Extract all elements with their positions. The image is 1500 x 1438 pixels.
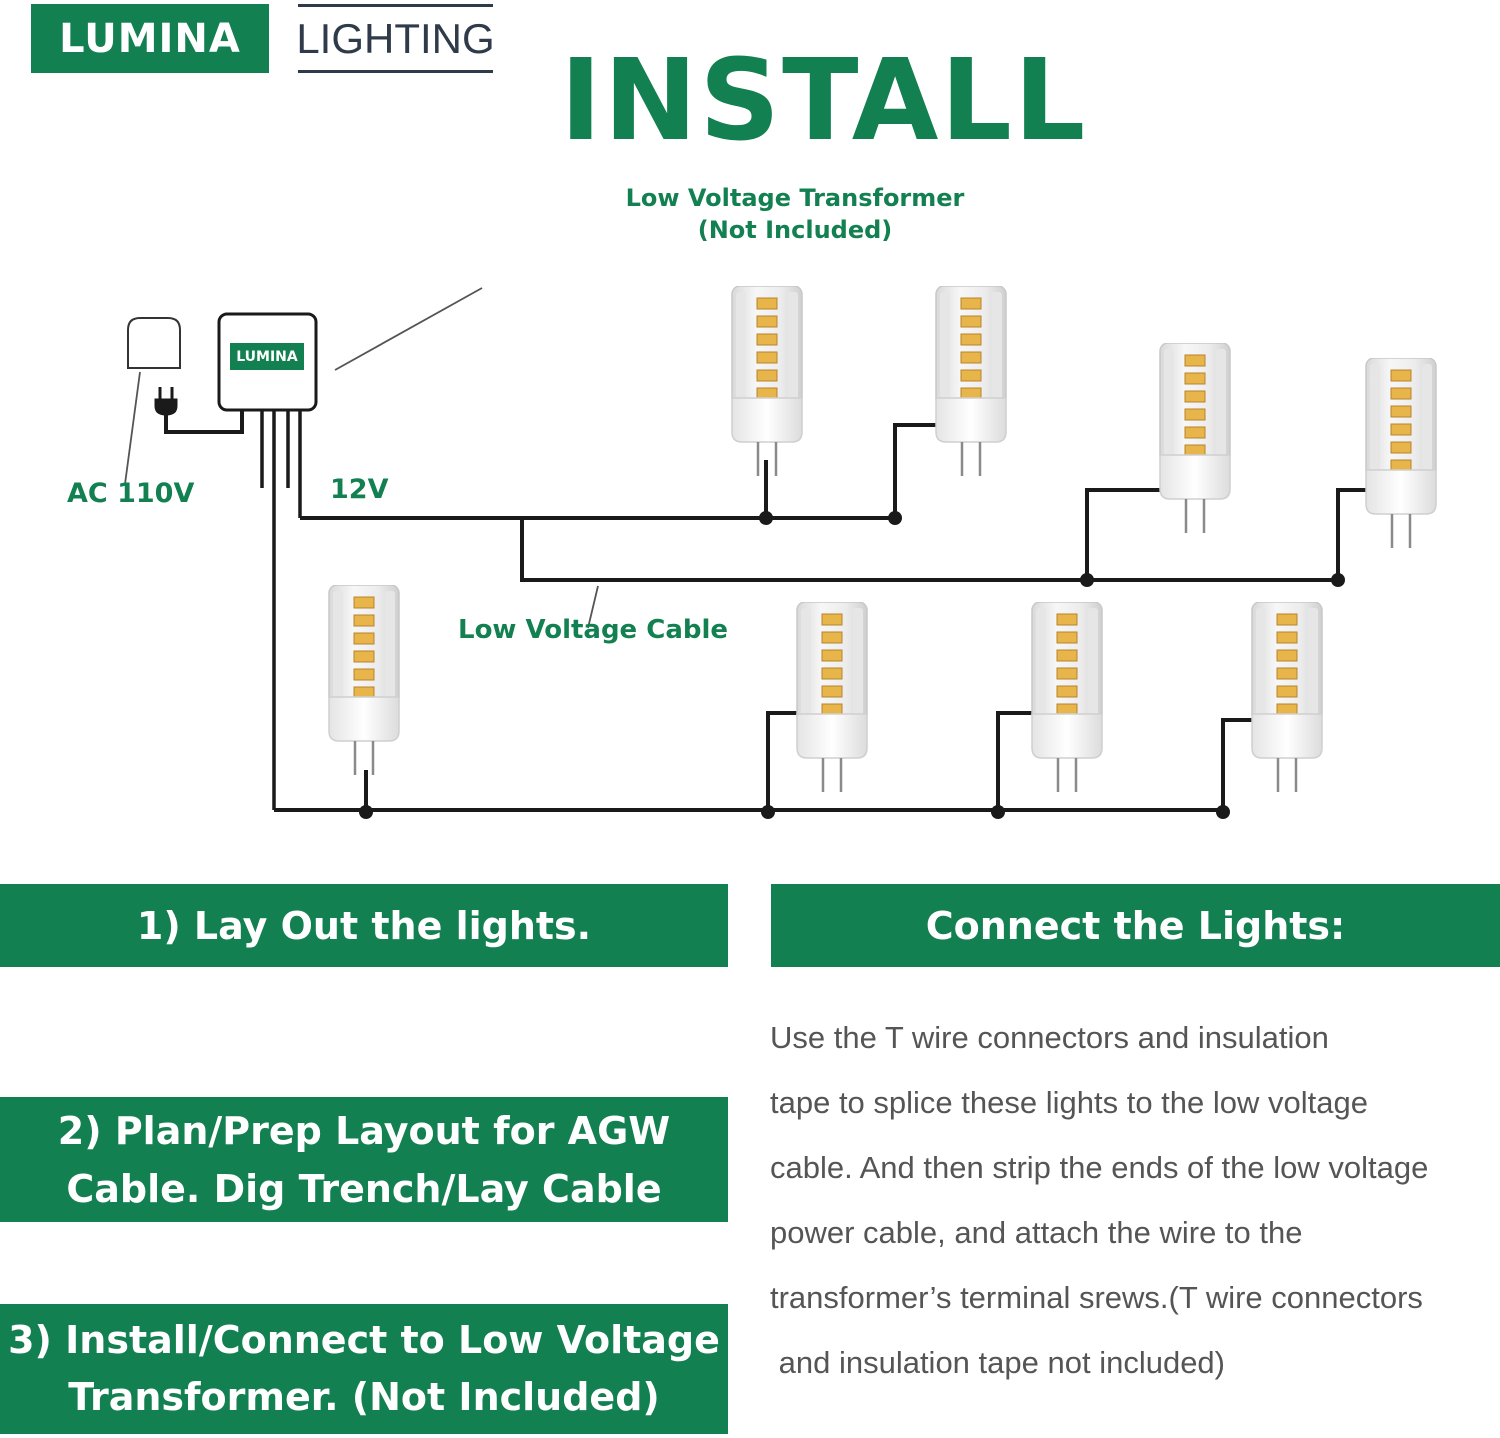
- connect-heading-text: Connect the Lights:: [925, 903, 1346, 948]
- transformer-pointer: [334, 287, 483, 371]
- transformer-label-line2: (Not Included): [697, 216, 893, 244]
- instruction-line: cable. And then strip the ends of the lo…: [770, 1150, 1429, 1185]
- brand-logo: LUMINA: [31, 4, 269, 73]
- instruction-line: and insulation tape not included): [770, 1345, 1225, 1380]
- ac-voltage-label: AC 110V: [67, 478, 195, 509]
- step-3-band: 3) Install/Connect to Low Voltage Transf…: [0, 1304, 728, 1434]
- cable-runs: [274, 423, 1368, 812]
- step-2-label-line2: Cable. Dig Trench/Lay Cable: [66, 1166, 662, 1211]
- instruction-line: power cable, and attach the wire to the: [770, 1215, 1303, 1250]
- connect-instructions: Use the T wire connectors and insulation…: [770, 1005, 1490, 1395]
- transformer-label-line1: Low Voltage Transformer: [625, 184, 965, 212]
- connect-heading: Connect the Lights:: [771, 884, 1500, 967]
- transformer-badge: LUMINA: [236, 348, 298, 365]
- page-title: INSTALL: [560, 36, 1088, 166]
- step-3-label-line2: Transformer. (Not Included): [68, 1375, 660, 1419]
- plug-icon: [154, 387, 244, 434]
- ac-pointer: [124, 371, 141, 485]
- cable-label: Low Voltage Cable: [458, 615, 729, 645]
- bulb-icon: [1158, 343, 1232, 533]
- bulb-icon: [730, 286, 804, 476]
- transformer-leads: [260, 410, 302, 810]
- bulb-icon: [1364, 358, 1438, 548]
- dc-voltage-label: 12V: [330, 474, 389, 505]
- ac-adapter-icon: [127, 317, 181, 369]
- instruction-line: tape to splice these lights to the low v…: [770, 1085, 1368, 1120]
- junction-dots: [359, 511, 1345, 819]
- instruction-line: transformer’s terminal srews.(T wire con…: [770, 1280, 1423, 1315]
- cable-pointer: [587, 585, 599, 629]
- step-2-band: 2) Plan/Prep Layout for AGW Cable. Dig T…: [0, 1097, 728, 1222]
- bulb-icon: [327, 585, 401, 775]
- step-1-label: 1) Lay Out the lights.: [136, 903, 592, 948]
- bulb-icon: [795, 602, 869, 792]
- bulb-icons: [327, 286, 1438, 792]
- instruction-line: Use the T wire connectors and insulation: [770, 1020, 1329, 1055]
- wiring-diagram: [124, 286, 1438, 819]
- brand-suffix: LIGHTING: [296, 4, 495, 73]
- bulb-icon: [1030, 602, 1104, 792]
- transformer-label: Low Voltage Transformer (Not Included): [600, 182, 990, 246]
- step-2-label-line1: 2) Plan/Prep Layout for AGW: [57, 1108, 671, 1153]
- step-3-label-line1: 3) Install/Connect to Low Voltage: [8, 1318, 720, 1362]
- bulb-icon: [934, 286, 1008, 476]
- step-1-band: 1) Lay Out the lights.: [0, 884, 728, 967]
- bulb-icon: [1250, 602, 1324, 792]
